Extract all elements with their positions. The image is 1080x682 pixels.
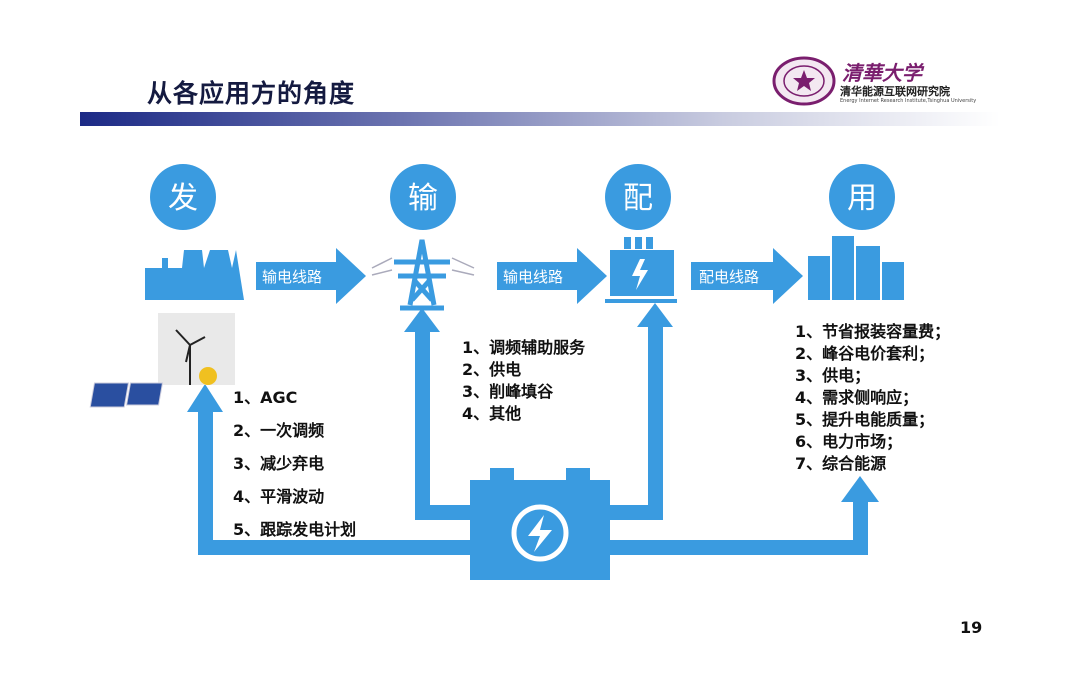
list-item: 1、AGC: [233, 388, 298, 407]
stage-label: 用: [847, 181, 877, 216]
stage-label: 配: [623, 181, 653, 216]
list-item: 5、跟踪发电计划: [233, 520, 357, 539]
list-item: 2、一次调频: [233, 421, 325, 440]
title-underline-bar: [80, 112, 1000, 126]
list-item: 1、节省报装容量费；: [795, 322, 951, 341]
list-item: 1、调频辅助服务: [462, 338, 586, 357]
list-item: 7、综合能源: [795, 454, 887, 473]
university-seal-icon: [772, 56, 836, 106]
wind-solar-icon: [89, 313, 235, 408]
stage-label: 发: [168, 181, 198, 216]
list-item: 4、平滑波动: [233, 487, 325, 506]
list-item: 2、供电: [462, 360, 522, 379]
page-number: 19: [960, 618, 983, 637]
stage-circle-transmission: [390, 164, 456, 230]
arrow-label: 配电线路: [699, 268, 759, 286]
consumption-list: 1、节省报装容量费； 2、峰谷电价套利； 3、供电； 4、需求侧响应； 5、提升…: [795, 321, 950, 475]
list-item: 3、削峰填谷: [462, 382, 554, 401]
list-item: 6、电力市场；: [795, 432, 903, 451]
list-item: 4、需求侧响应；: [795, 388, 919, 407]
stage-circle-consumption: [829, 164, 895, 230]
stage-circle-generation: [150, 164, 216, 230]
list-item: 4、其他: [462, 404, 522, 423]
transmission-tower-icon: [394, 239, 450, 311]
transmission-list: 1、调频辅助服务 2、供电 3、削峰填谷 4、其他: [462, 337, 585, 425]
building-icon: [808, 236, 904, 300]
arrow-label: 输电线路: [262, 268, 322, 286]
flow-arrow-1: [256, 248, 366, 304]
generation-list: 1、AGC 2、一次调频 3、减少弃电 4、平滑波动 5、跟踪发电计划: [233, 381, 356, 546]
battery-storage-icon: [470, 468, 610, 580]
transformer-icon: [605, 237, 677, 303]
logo-institute-en: Energy Internet Research Institute,Tsing…: [840, 98, 977, 104]
list-item: 3、供电；: [795, 366, 871, 385]
logo-institute: 清华能源互联网研究院: [840, 85, 950, 98]
connector-to-transmission: [404, 308, 473, 520]
list-item: 5、提升电能质量；: [795, 410, 935, 429]
connector-to-consumption: [606, 476, 879, 555]
slide-title: 从各应用方的角度: [147, 79, 356, 108]
stage-circle-distribution: [605, 164, 671, 230]
stage-label: 输: [408, 181, 438, 216]
list-item: 3、减少弃电: [233, 454, 325, 473]
connector-to-generation: [187, 384, 473, 555]
connector-to-distribution: [606, 303, 673, 520]
logo-calligraphy: 清華大学: [842, 61, 922, 85]
flow-arrow-2: [497, 248, 607, 304]
arrow-label: 输电线路: [503, 268, 563, 286]
flow-arrow-3: [691, 248, 803, 304]
power-plant-icon: [145, 250, 244, 300]
list-item: 2、峰谷电价套利；: [795, 344, 935, 363]
